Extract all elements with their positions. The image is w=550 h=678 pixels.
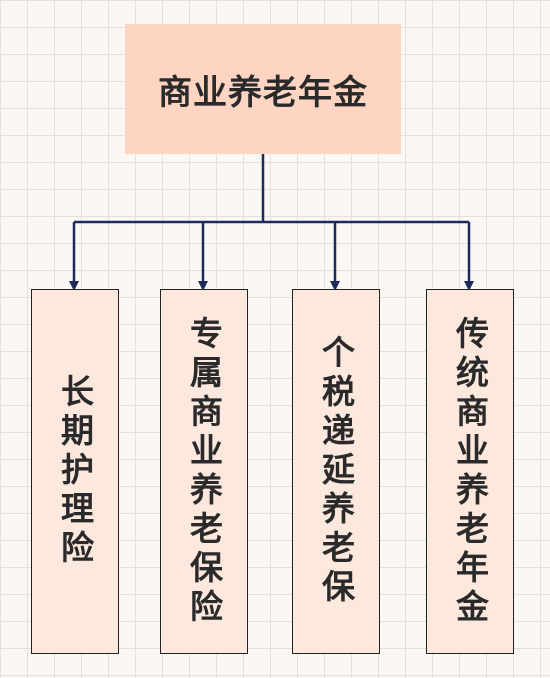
root-node: 商业养老年金 — [125, 24, 401, 154]
child-node-label: 专属商业养老保险 — [184, 315, 224, 628]
child-node-long-term-care: 长期护理险 — [31, 289, 119, 654]
child-node-label: 个税递延养老保 — [316, 335, 356, 608]
child-node-label: 传统商业养老年金 — [450, 315, 490, 628]
child-node-exclusive-pension: 专属商业养老保险 — [160, 289, 248, 654]
child-node-label: 长期护理险 — [55, 374, 95, 569]
child-node-tax-deferred: 个税递延养老保 — [292, 289, 380, 654]
root-node-label: 商业养老年金 — [158, 72, 368, 113]
child-node-traditional-annuity: 传统商业养老年金 — [426, 289, 514, 654]
